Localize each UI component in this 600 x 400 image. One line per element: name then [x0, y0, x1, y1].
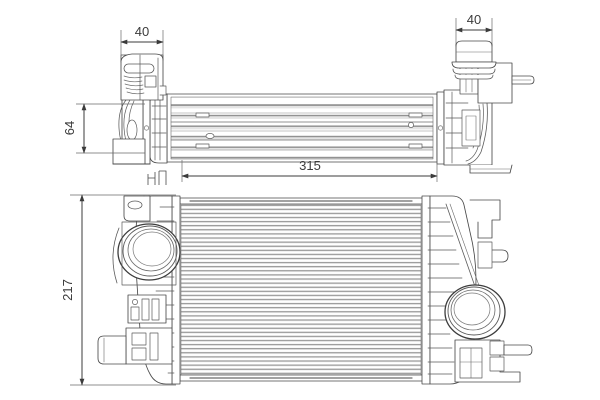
dimension-label-top-height: 64	[62, 121, 77, 135]
dimension-top-height: 64	[62, 103, 145, 154]
top-view-left-tank	[112, 53, 168, 165]
front-left-mount-hole	[127, 200, 143, 210]
top-core-mark-left-upper	[195, 112, 210, 118]
dimension-top-left-width: 40	[120, 24, 164, 56]
front-right-side-stub	[489, 249, 509, 263]
top-left-neck-slot	[123, 63, 155, 74]
top-core-hole-left	[205, 133, 215, 139]
front-left-inlet-port	[117, 223, 181, 281]
dimension-label-core-length: 315	[299, 158, 321, 173]
dimension-core-height: 217	[60, 194, 176, 386]
top-core-mark-left-lower	[195, 143, 210, 149]
top-view	[112, 40, 535, 174]
top-left-neck-square	[144, 75, 157, 88]
top-view-right-tank	[436, 40, 535, 174]
front-right-lower-stub	[503, 344, 533, 356]
top-core-mark-right-lower	[408, 143, 423, 149]
front-view	[97, 195, 533, 385]
top-core-hole-right	[408, 122, 414, 128]
top-core-mark-right-upper	[408, 112, 423, 118]
front-left-connector	[127, 294, 167, 324]
top-left-port-opening	[126, 119, 138, 141]
front-view-left-tank	[97, 195, 181, 385]
dimension-label-top-left-width: 40	[135, 24, 149, 39]
dimension-core-length: 315	[181, 158, 438, 182]
front-view-core	[171, 195, 431, 385]
top-view-small-bracket-detail	[147, 170, 167, 185]
dimension-top-right-width: 40	[455, 12, 493, 44]
top-view-core	[166, 93, 438, 163]
front-view-right-tank	[427, 195, 533, 385]
front-left-plug-housing	[97, 327, 173, 365]
front-right-outlet-port	[444, 284, 506, 340]
front-right-plug-housing	[454, 339, 533, 383]
dimension-label-core-height: 217	[60, 279, 75, 301]
dimension-label-top-right-width: 40	[467, 12, 481, 27]
